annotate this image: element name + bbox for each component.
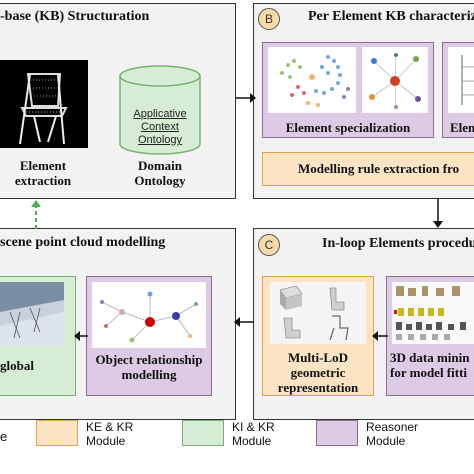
panel-a-title: -base (KB) Structuration (0, 9, 150, 24)
legend-purple-swatch (316, 420, 358, 446)
graph-thumb-1 (268, 47, 356, 113)
arrow-d-to-a-dashed (31, 200, 41, 229)
object-relationship-label: Object relationship modelling (95, 352, 203, 382)
element-cut-thumb (448, 47, 474, 113)
global-scene-thumb (0, 282, 64, 346)
circle-b: B (258, 8, 280, 30)
relationship-graph-thumb (92, 282, 206, 348)
legend-orange-swatch (36, 420, 78, 446)
element-extraction-label: Element extraction (14, 158, 72, 188)
element-specialization-label: Element specialization (285, 120, 411, 135)
legend-reasoner: Reasoner Module (366, 420, 419, 448)
legend-ke-kr: KE & KR Module (86, 420, 134, 448)
arrow-b-to-c (433, 199, 443, 228)
modelling-rule-box (262, 152, 474, 186)
panel-b-title: Per Element KB characteriz (308, 9, 474, 24)
legend-green-swatch (182, 420, 224, 446)
arrow-relation-to-global (74, 331, 88, 341)
modelling-rule-label: Modelling rule extraction fro (298, 161, 460, 176)
multi-lod-thumb (270, 282, 366, 344)
global-label: global (0, 358, 34, 373)
legend-first-text: e (0, 429, 8, 444)
arrow-c-to-d (234, 317, 254, 327)
multi-lod-label: Multi-LoD geometric representation (277, 350, 359, 395)
legend-ki-kr: KI & KR Module (232, 420, 275, 448)
data-mining-label: 3D data minin for model fitti (390, 350, 470, 380)
panel-d-title: scene point cloud modelling (0, 235, 166, 250)
arrow-mining-to-lod (372, 331, 388, 341)
cylinder-text: Applicative Context Ontology (133, 108, 187, 146)
ontology-cylinder (118, 64, 202, 156)
circle-c: C (258, 234, 280, 256)
element-cut-label: Elem (450, 120, 474, 135)
chair-point-cloud-image (0, 60, 88, 148)
arrow-a-to-b (236, 93, 256, 103)
data-mining-thumb (392, 282, 474, 344)
panel-c-title: In-loop Elements procedu (322, 236, 474, 251)
graph-thumb-2 (362, 47, 428, 113)
domain-ontology-label: Domain Ontology (134, 158, 186, 188)
